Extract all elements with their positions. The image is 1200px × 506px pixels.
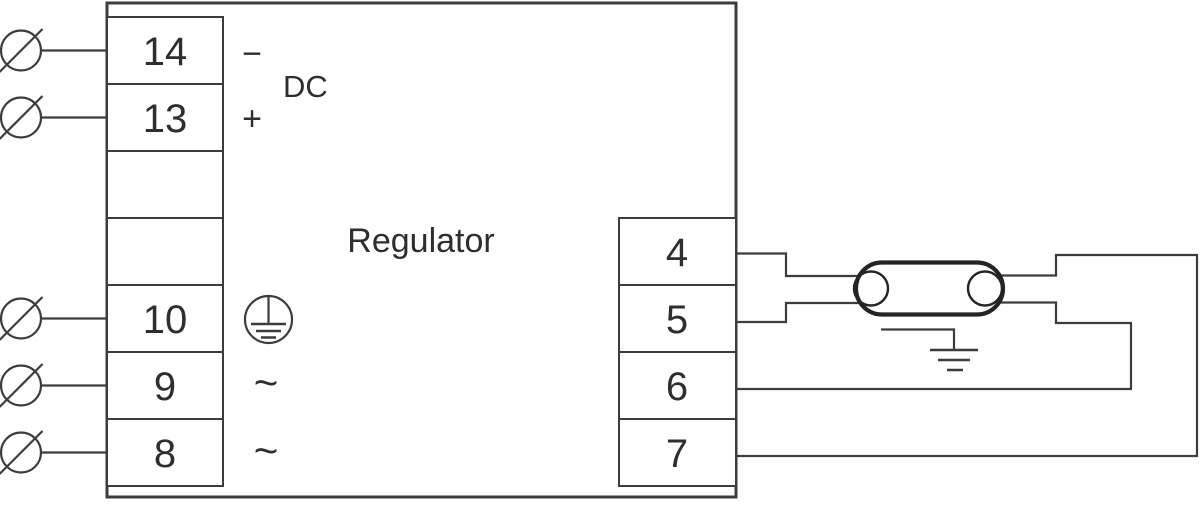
screw-terminals bbox=[0, 28, 107, 475]
protective-earth-icon bbox=[243, 294, 294, 345]
terminal-cell-blank-1 bbox=[106, 150, 224, 219]
terminal-label-9: 9 bbox=[154, 365, 176, 409]
terminal-label-8: 8 bbox=[154, 432, 176, 476]
screw-terminal-icon bbox=[0, 296, 107, 341]
pe-circle bbox=[243, 294, 294, 345]
terminal-cell-13 bbox=[106, 83, 224, 152]
screw-slash bbox=[0, 296, 44, 341]
ac-label-8: ~ bbox=[254, 427, 279, 474]
screw-slash bbox=[0, 430, 44, 475]
screw-slash bbox=[0, 28, 44, 73]
screw-terminal-icon bbox=[0, 430, 107, 475]
terminal-label-13: 13 bbox=[143, 97, 188, 141]
screw-terminal-icon bbox=[0, 28, 107, 73]
terminal-cell-4 bbox=[618, 217, 737, 286]
wire-lamp-to-terminal6 bbox=[736, 301, 1133, 391]
lamp-electrode-right bbox=[966, 270, 1004, 307]
plus-label: + bbox=[242, 100, 262, 138]
screw-terminal-icon bbox=[0, 95, 107, 140]
screw-slash bbox=[0, 363, 44, 408]
terminal-label-10: 10 bbox=[143, 298, 188, 342]
screw-circle bbox=[0, 364, 43, 407]
lamp-wiring bbox=[736, 252, 1199, 458]
terminal-cell-blank-2 bbox=[106, 217, 224, 286]
dc-label: DC bbox=[283, 69, 328, 104]
terminal-label-5: 5 bbox=[666, 298, 688, 342]
terminal-label-7: 7 bbox=[666, 432, 688, 476]
wire-terminal5-to-lamp bbox=[736, 301, 861, 324]
screw-circle bbox=[0, 29, 43, 72]
screw-circle bbox=[0, 96, 43, 139]
device-title: Regulator bbox=[347, 222, 494, 260]
wire-lamp-to-terminal7 bbox=[736, 253, 1199, 458]
ac-label-9: ~ bbox=[254, 359, 279, 406]
minus-label: − bbox=[242, 35, 262, 73]
lamp-tube bbox=[853, 260, 1006, 317]
screw-terminal-icon bbox=[0, 363, 107, 408]
wire-terminal4-to-lamp bbox=[736, 252, 861, 278]
screw-circle bbox=[0, 297, 43, 340]
lamp-electrode-left bbox=[852, 270, 890, 307]
discharge-lamp-icon bbox=[852, 260, 1006, 317]
terminal-cell-6 bbox=[618, 351, 737, 420]
terminal-label-4: 4 bbox=[666, 231, 688, 275]
earth-ground-icon bbox=[881, 328, 978, 372]
terminal-label-14: 14 bbox=[143, 30, 188, 74]
screw-slash bbox=[0, 95, 44, 140]
screw-circle bbox=[0, 431, 43, 474]
terminal-cell-5 bbox=[618, 284, 737, 353]
terminal-cell-7 bbox=[618, 418, 737, 487]
right-terminal-block: 4 5 6 7 bbox=[618, 217, 737, 487]
left-terminal-block: 14 13 10 9 8 bbox=[106, 16, 224, 487]
ground-tap-wire bbox=[881, 328, 956, 350]
terminal-label-6: 6 bbox=[666, 365, 688, 409]
